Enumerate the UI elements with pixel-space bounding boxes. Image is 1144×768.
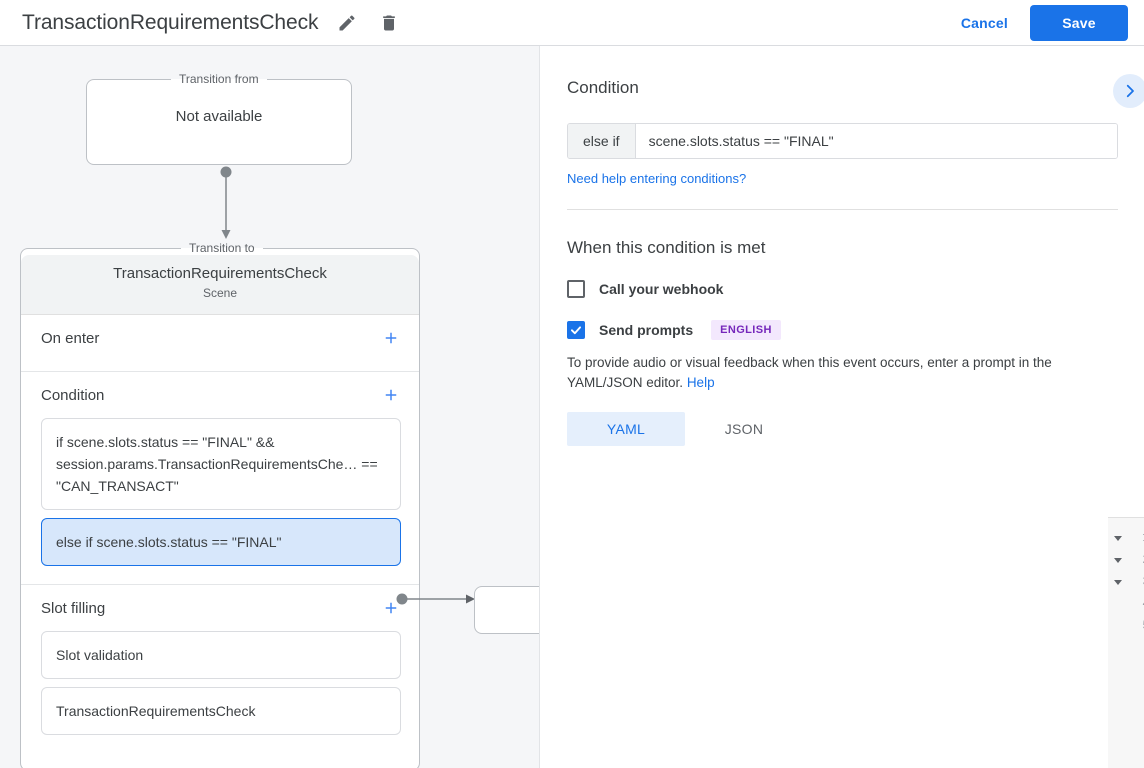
cancel-button[interactable]: Cancel	[951, 6, 1018, 40]
webhook-row: Call your webhook	[567, 280, 1118, 298]
node-title: TransactionRequirementsCheck	[21, 265, 419, 282]
transition-from-legend: Transition from	[171, 72, 267, 86]
yaml-editor[interactable]: 1 2 3 4 5	[1108, 517, 1144, 768]
need-help-link[interactable]: Need help entering conditions?	[567, 171, 746, 186]
call-webhook-label: Call your webhook	[599, 281, 723, 297]
trash-icon[interactable]	[374, 8, 404, 38]
send-prompts-checkbox[interactable]	[567, 321, 585, 339]
editor-gutter: 1 2 3 4 5	[1108, 518, 1144, 768]
details-panel: Condition else if Need help entering con…	[541, 46, 1144, 768]
target-node[interactable]	[474, 586, 540, 634]
gutter-row[interactable]: 5	[1108, 614, 1144, 636]
chevron-right-icon[interactable]	[1113, 74, 1144, 108]
transition-from-value: Not available	[87, 108, 351, 125]
section-header: On enter	[21, 315, 419, 361]
condition-heading: Condition	[567, 46, 1118, 98]
condition-met-section: When this condition is met Call your web…	[541, 210, 1144, 446]
fold-arrow-icon[interactable]	[1113, 532, 1123, 542]
connector-arrow-right	[396, 591, 476, 607]
gutter-row[interactable]: 3	[1108, 570, 1144, 592]
when-met-heading: When this condition is met	[567, 210, 1118, 258]
condition-item-selected[interactable]: else if scene.slots.status == "FINAL"	[41, 518, 401, 566]
slot-filling-item[interactable]: Slot validation	[41, 631, 401, 679]
connector-arrow-down	[219, 165, 233, 245]
flow-canvas[interactable]: Transition from Not available Transition…	[0, 46, 540, 768]
condition-section: Condition else if Need help entering con…	[541, 46, 1144, 210]
condition-field[interactable]: else if	[567, 123, 1118, 159]
slot-filling-item[interactable]: TransactionRequirementsCheck	[41, 687, 401, 735]
help-link[interactable]: Help	[687, 375, 715, 390]
prompts-description-text: To provide audio or visual feedback when…	[567, 355, 1052, 390]
section-condition: Condition if scene.slots.status == "FINA…	[21, 372, 419, 585]
section-header: Condition	[21, 372, 419, 418]
send-prompts-label: Send prompts	[599, 322, 693, 338]
condition-input[interactable]	[636, 124, 1117, 158]
transition-to-node[interactable]: Transition to TransactionRequirementsChe…	[20, 241, 420, 768]
send-prompts-row: Send prompts ENGLISH	[567, 320, 1118, 340]
transition-to-legend: Transition to	[181, 241, 263, 255]
gutter-row[interactable]: 1	[1108, 526, 1144, 548]
gutter-row[interactable]: 4	[1108, 592, 1144, 614]
prompts-description: To provide audio or visual feedback when…	[567, 353, 1118, 393]
section-header: Slot filling	[21, 585, 419, 631]
save-button[interactable]: Save	[1030, 5, 1128, 41]
editor-format-tabs: YAML JSON	[567, 412, 1118, 446]
tab-json[interactable]: JSON	[685, 412, 803, 446]
section-title-slot-filling: Slot filling	[41, 600, 379, 617]
node-header: TransactionRequirementsCheck Scene	[21, 255, 419, 315]
call-webhook-checkbox[interactable]	[567, 280, 585, 298]
fold-arrow-icon[interactable]	[1113, 554, 1123, 564]
gutter-row[interactable]: 2	[1108, 548, 1144, 570]
app-header: TransactionRequirementsCheck Cancel Save	[0, 0, 1144, 46]
section-slot-filling: Slot filling Slot validation Transaction…	[21, 585, 419, 753]
plus-icon[interactable]	[379, 383, 403, 407]
pencil-icon[interactable]	[332, 8, 362, 38]
transition-from-node[interactable]: Transition from Not available	[86, 72, 352, 165]
node-subtitle: Scene	[21, 286, 419, 300]
language-badge: ENGLISH	[711, 320, 781, 340]
condition-item[interactable]: if scene.slots.status == "FINAL" && sess…	[41, 418, 401, 510]
section-title-on-enter: On enter	[41, 330, 379, 347]
section-title-condition: Condition	[41, 387, 379, 404]
condition-prefix-label: else if	[568, 124, 636, 158]
page-title: TransactionRequirementsCheck	[22, 11, 318, 35]
fold-arrow-icon[interactable]	[1113, 576, 1123, 586]
section-on-enter: On enter	[21, 315, 419, 372]
plus-icon[interactable]	[379, 326, 403, 350]
tab-yaml[interactable]: YAML	[567, 412, 685, 446]
